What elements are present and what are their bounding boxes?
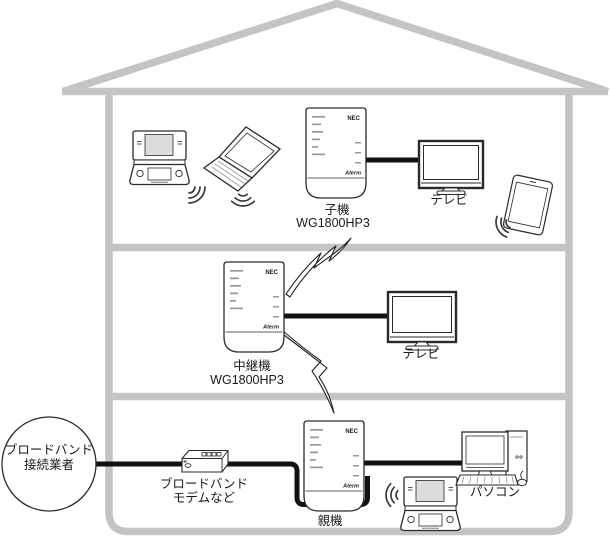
wifi-waves-handheld-bottom-icon xyxy=(385,482,399,508)
label-provider-line2: 接続業者 xyxy=(23,458,75,472)
label-child-router-model: WG1800HP3 xyxy=(296,216,370,230)
label-relay-router-model: WG1800HP3 xyxy=(210,373,284,387)
wifi-waves-handheld-top-icon xyxy=(183,181,210,208)
tv-middle-icon xyxy=(386,290,458,351)
router-relay-icon xyxy=(223,261,285,353)
label-child-router-name: 子機 xyxy=(324,203,350,217)
label-modem-line1: ブロードバンド xyxy=(159,477,249,491)
router-child-icon xyxy=(305,107,367,199)
tv-top-icon xyxy=(417,139,485,195)
modem-icon xyxy=(181,449,229,473)
wireless-bolt-child-relay xyxy=(285,237,352,298)
router-parent-icon xyxy=(303,420,365,512)
house-walls xyxy=(105,91,573,536)
wifi-waves-laptop-icon xyxy=(230,193,256,207)
desktop-pc-icon xyxy=(455,430,528,487)
laptop-icon xyxy=(202,126,282,192)
wireless-bolt-relay-parent xyxy=(282,330,335,414)
handheld-game-console-bottom-icon xyxy=(400,476,461,532)
label-parent-router-name: 親機 xyxy=(317,514,343,528)
label-modem-line2: モデムなど xyxy=(172,491,236,505)
label-tv-middle: テレビ xyxy=(402,347,440,361)
house-roof xyxy=(61,0,610,96)
label-provider-line1: ブロードバンド xyxy=(4,443,94,457)
handheld-game-console-top-icon xyxy=(129,130,190,186)
smartphone-icon xyxy=(502,174,554,236)
label-relay-router-name: 中継機 xyxy=(233,359,271,373)
label-tv-top: テレビ xyxy=(430,193,468,207)
cable-provider-modem-parentrouter xyxy=(60,461,370,507)
provider-circle xyxy=(1,416,97,512)
label-pc: パソコン xyxy=(469,485,521,499)
